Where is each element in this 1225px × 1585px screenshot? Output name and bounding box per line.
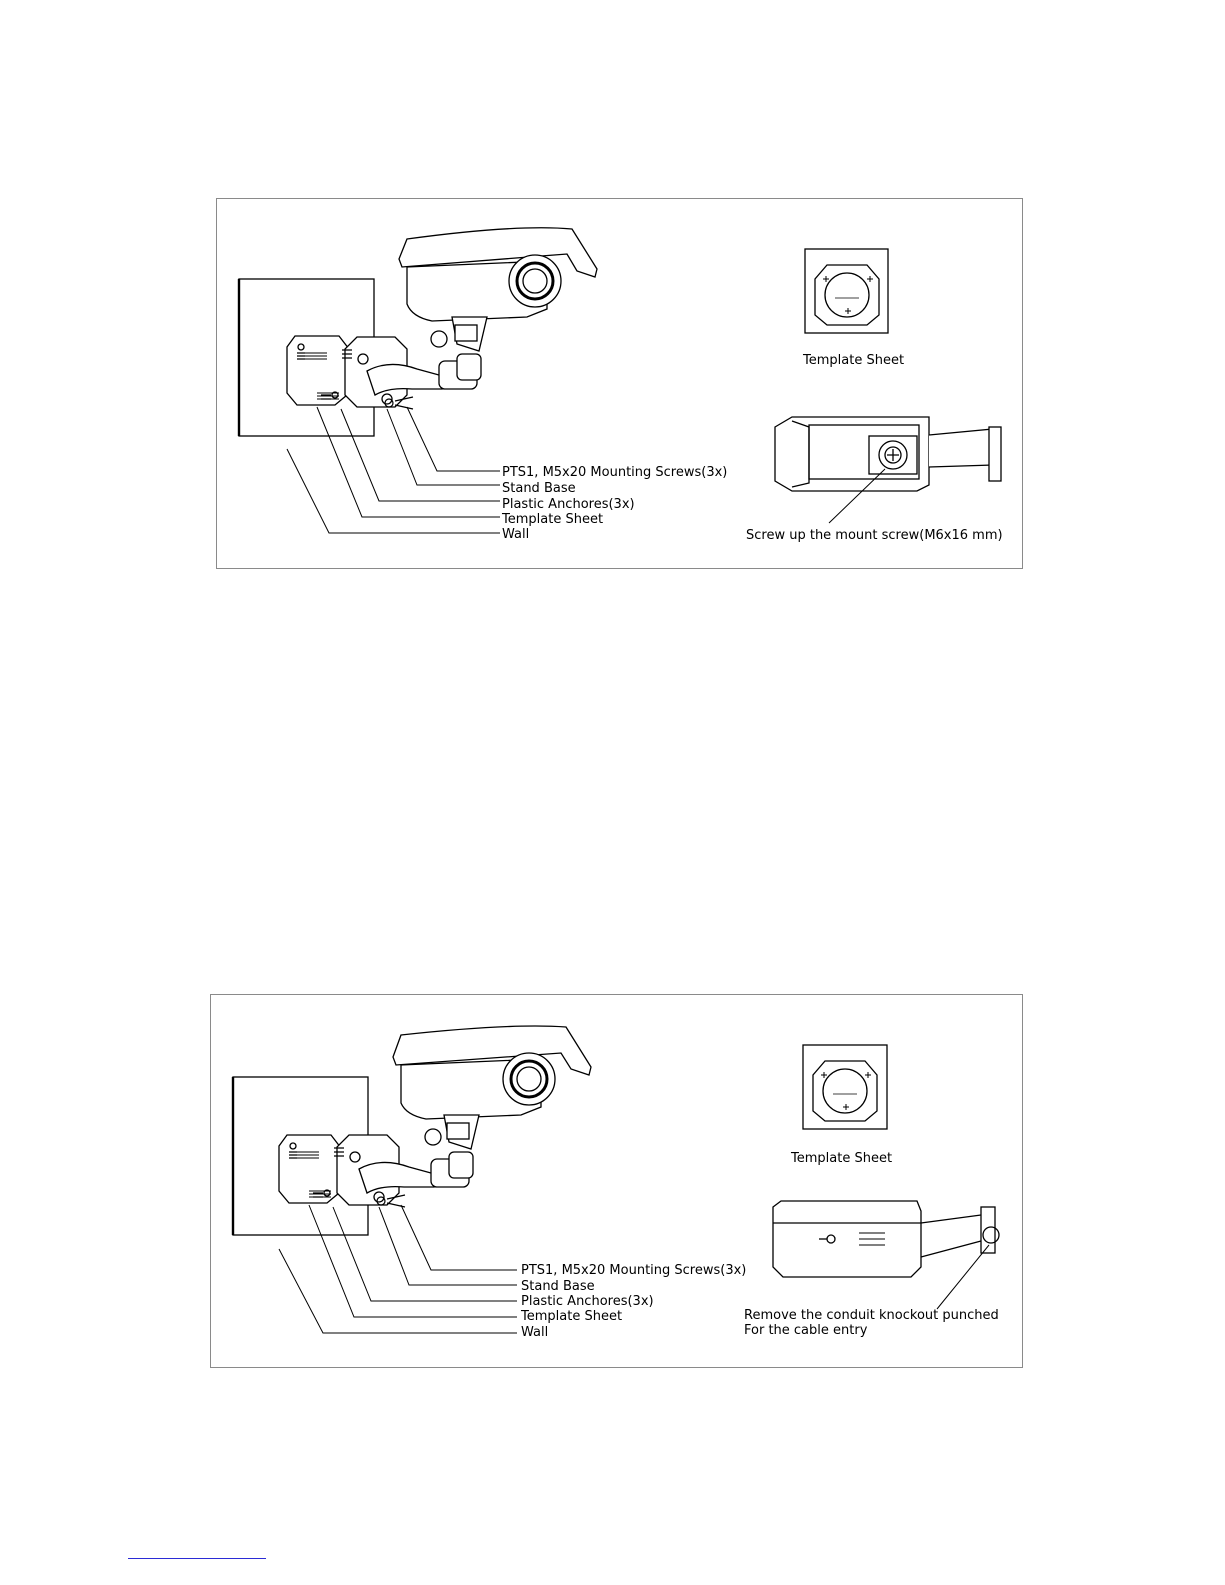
diagram-panel-side-detail: Template Sheet PTS1, M5x20 Mounting Scre… [210, 994, 1023, 1368]
detail-caption-line-1: Screw up the mount screw(M6x16 mm) [746, 528, 1003, 543]
label-template-sheet: Template Sheet [521, 1309, 622, 1324]
camera-body-drawing [393, 1026, 591, 1178]
detail-caption-line-1: Remove the conduit knockout punched [744, 1308, 999, 1323]
camera-side-detail-drawing [773, 1201, 999, 1277]
camera-body-drawing [399, 228, 597, 380]
label-mounting-screws: PTS1, M5x20 Mounting Screws(3x) [521, 1263, 746, 1278]
label-wall: Wall [521, 1325, 548, 1340]
template-sheet-caption: Template Sheet [803, 353, 904, 368]
template-sheet-caption: Template Sheet [791, 1151, 892, 1166]
diagram-panel-bottom-detail: Template Sheet PTS1, M5x20 Mounting Scre… [216, 198, 1023, 569]
template-sheet-thumbnail [805, 249, 888, 333]
label-mounting-screws: PTS1, M5x20 Mounting Screws(3x) [502, 465, 727, 480]
label-wall: Wall [502, 527, 529, 542]
detail-caption-line-2: For the cable entry [744, 1323, 867, 1338]
footer-rule [128, 1558, 266, 1559]
label-plastic-anchors: Plastic Anchores(3x) [502, 497, 635, 512]
label-template-sheet: Template Sheet [502, 512, 603, 527]
label-plastic-anchors: Plastic Anchores(3x) [521, 1294, 654, 1309]
label-stand-base: Stand Base [502, 481, 576, 496]
camera-detail-drawing [775, 417, 1001, 491]
detail-leader-line [937, 1245, 989, 1309]
label-stand-base: Stand Base [521, 1279, 595, 1294]
wall-mount-illustration [217, 199, 1022, 568]
template-sheet-thumbnail [803, 1045, 887, 1129]
